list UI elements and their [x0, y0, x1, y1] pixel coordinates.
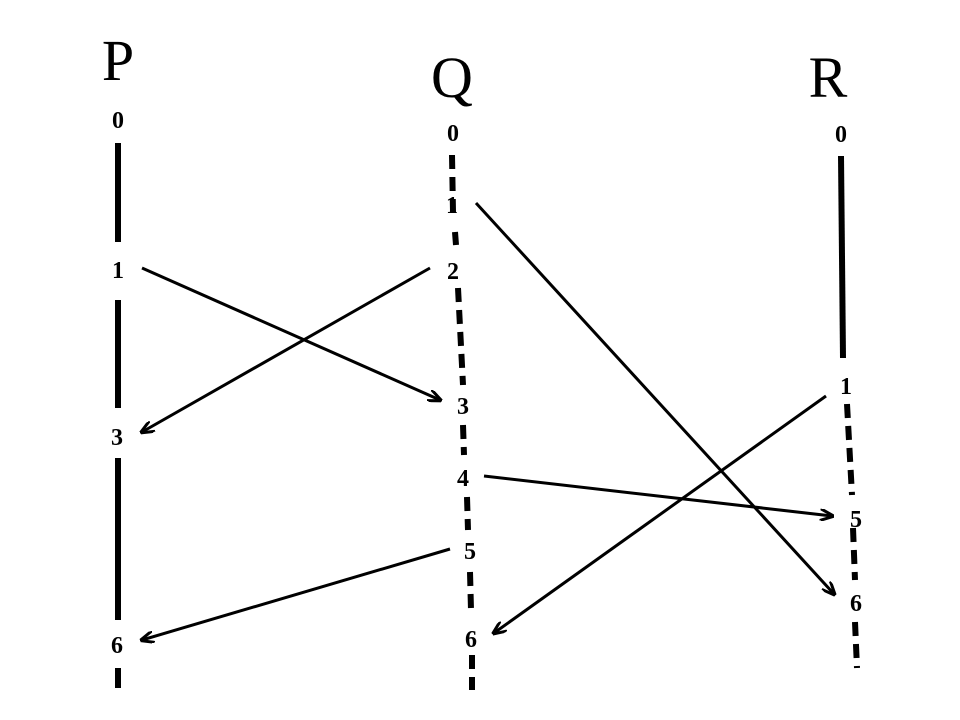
message-arrow-q4-r5: [483, 474, 832, 516]
event-label-r-5: 5: [850, 507, 862, 533]
message-arrow-r1-q6: [494, 394, 827, 633]
event-label-q-6: 6: [465, 627, 477, 653]
event-label-q-1: 1: [446, 193, 458, 219]
event-labels-r: 0 1 5 6: [835, 122, 862, 617]
event-labels-p: 0 1 3 6: [111, 108, 124, 659]
event-label-q-4: 4: [457, 466, 469, 492]
event-label-p-3: 3: [111, 425, 123, 451]
event-label-r-6: 6: [850, 591, 862, 617]
messages: [141, 201, 834, 640]
timeline-q: [449, 154, 475, 690]
event-label-r-1: 1: [840, 374, 852, 400]
event-label-q-0: 0: [447, 121, 459, 147]
process-title-q: Q: [431, 45, 473, 110]
event-labels-q: 0 1 2 3 4 5 6: [446, 121, 477, 653]
event-label-p-1: 1: [112, 258, 124, 284]
event-label-r-0: 0: [835, 122, 847, 148]
event-label-p-0: 0: [112, 108, 124, 134]
message-arrow-q5-p6: [142, 547, 451, 640]
message-arrow-q2-p3: [142, 266, 431, 432]
event-label-q-5: 5: [464, 539, 476, 565]
event-label-q-3: 3: [457, 394, 469, 420]
message-arrow-q1-r6: [474, 201, 834, 594]
event-label-p-6: 6: [111, 633, 123, 659]
process-title-r: R: [809, 45, 848, 110]
event-label-q-2: 2: [447, 259, 459, 285]
timeline-r: [838, 155, 860, 669]
message-arrow-p1-q3: [141, 266, 440, 400]
process-title-p: P: [102, 28, 134, 93]
